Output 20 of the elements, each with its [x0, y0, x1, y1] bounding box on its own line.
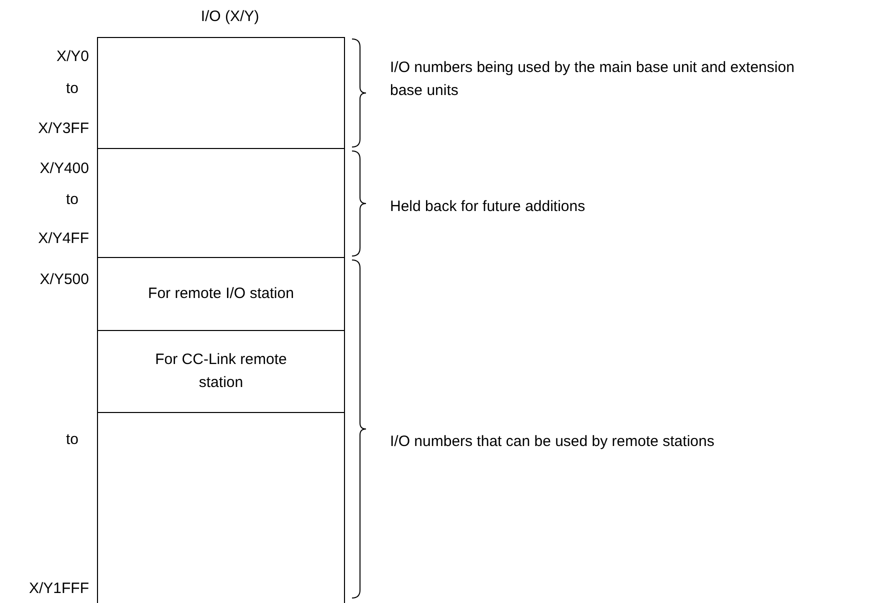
address-label: X/Y400: [40, 160, 89, 177]
segment-label: For remote I/O station: [147, 284, 295, 304]
address-label: X/Y1FFF: [28, 580, 89, 597]
column-header: I/O (X/Y): [200, 8, 260, 25]
memory-segment: [97, 331, 345, 413]
memory-segment: [97, 37, 345, 149]
annotation-text: I/O numbers being used by the main base unit and extension base units: [390, 58, 796, 100]
address-label: X/Y500: [40, 271, 89, 288]
range-label: to: [66, 191, 79, 208]
segment-label: For CC-Link remote station: [154, 350, 288, 392]
annotation-text: I/O numbers that can be used by remote stations: [390, 432, 716, 452]
range-label: to: [66, 80, 79, 97]
address-label: X/Y4FF: [38, 230, 89, 247]
annotation-text: Held back for future additions: [390, 197, 586, 217]
range-label: to: [66, 431, 79, 448]
memory-segment: [97, 149, 345, 258]
address-label: X/Y0: [56, 48, 89, 65]
memory-segment: [97, 258, 345, 331]
memory-segment: [97, 413, 345, 603]
address-label: X/Y3FF: [38, 120, 89, 137]
